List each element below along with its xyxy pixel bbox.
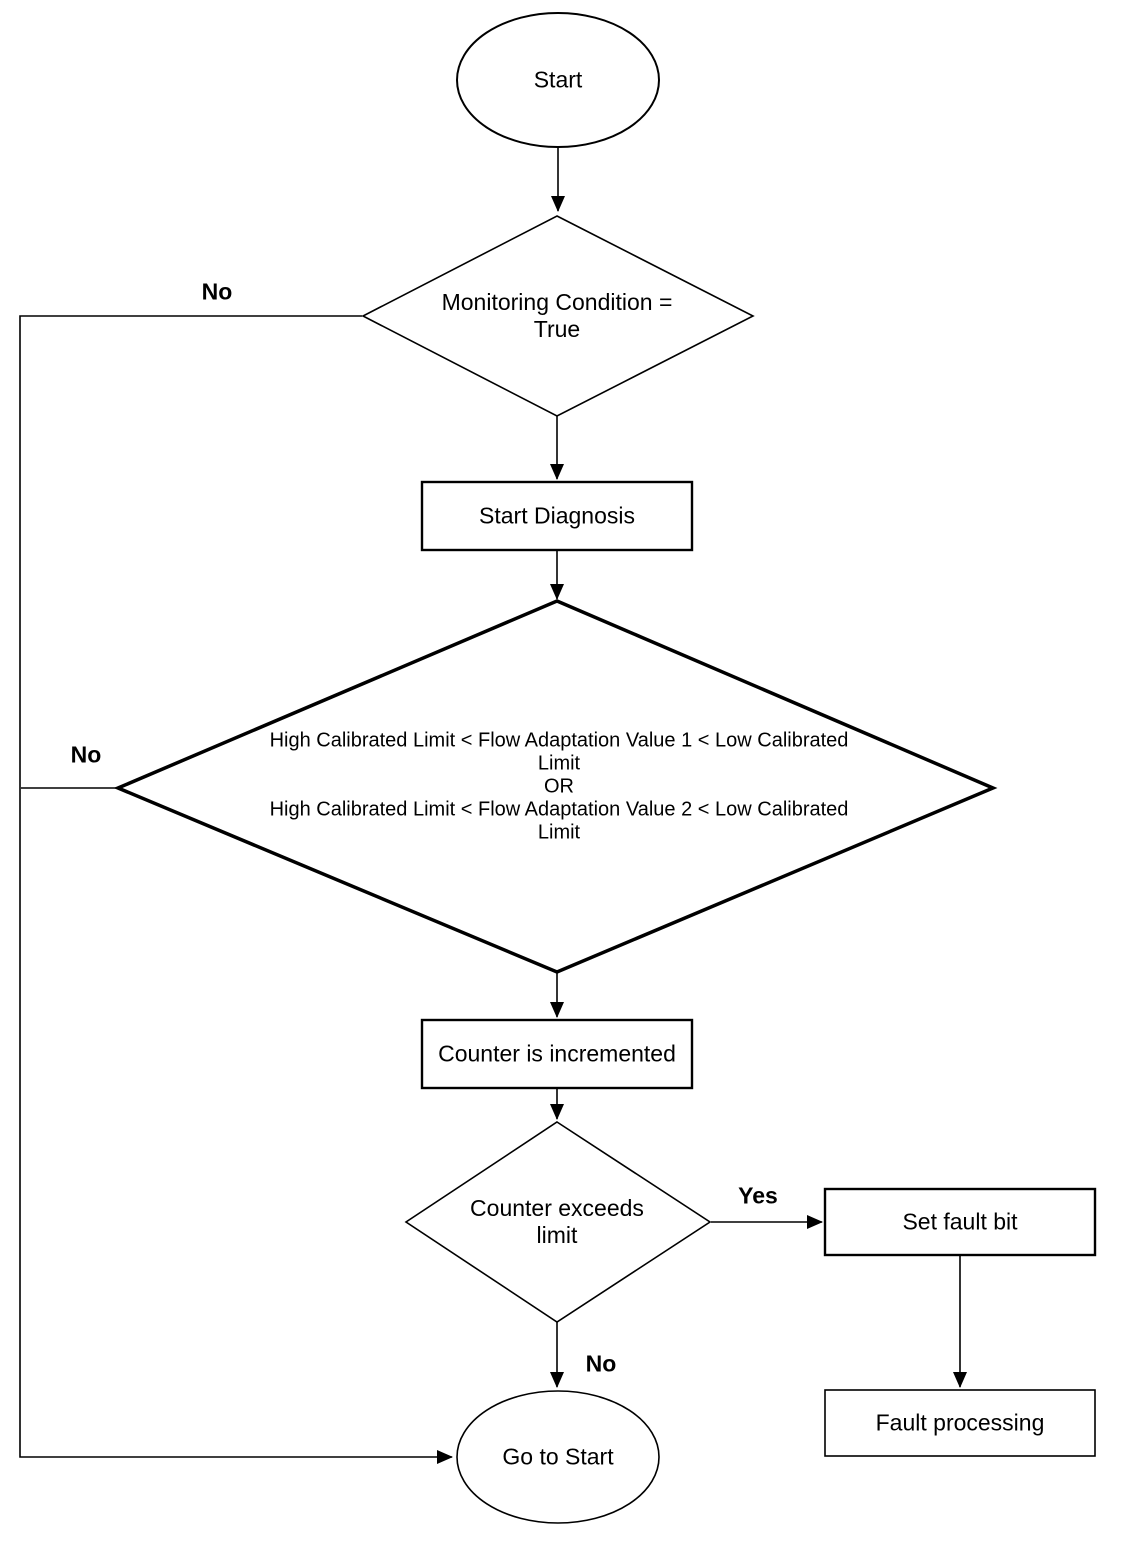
monitoring-condition-decision-label: Monitoring Condition = True: [441, 289, 673, 342]
set-fault-bit-process-label: Set fault bit: [902, 1208, 1018, 1235]
fault-processing-process-label: Fault processing: [875, 1409, 1045, 1436]
limit-check-decision-label: High Calibrated Limit < Flow Adaptation …: [269, 729, 849, 844]
limit-check-decision-shape: [113, 599, 998, 974]
edge-monitoring-no-feedback: [19, 315, 453, 1464]
limit-check-no-edge-label: No: [70, 741, 102, 768]
counter-yes-edge-label: Yes: [738, 1182, 778, 1209]
start-terminator-shape: [456, 12, 660, 148]
monitoring-no-edge-label: No: [201, 278, 233, 305]
start-terminator-label: Start: [533, 66, 583, 93]
start-diagnosis-process-shape: [420, 480, 694, 552]
go-to-start-terminator-label: Go to Start: [502, 1443, 614, 1470]
set-fault-bit-process-shape: [823, 1187, 1097, 1257]
fault-processing-process-shape: [824, 1389, 1096, 1457]
go-to-start-terminator-shape: [456, 1390, 660, 1524]
start-diagnosis-process-label: Start Diagnosis: [479, 502, 635, 529]
counter-incremented-process-shape: [420, 1018, 694, 1090]
counter-no-edge-label: No: [585, 1350, 617, 1377]
monitoring-condition-decision-shape: [361, 215, 755, 417]
counter-exceeds-decision-shape: [404, 1121, 712, 1323]
counter-incremented-process-label: Counter is incremented: [438, 1040, 676, 1067]
counter-exceeds-decision-label: Counter exceeds limit: [470, 1195, 644, 1248]
